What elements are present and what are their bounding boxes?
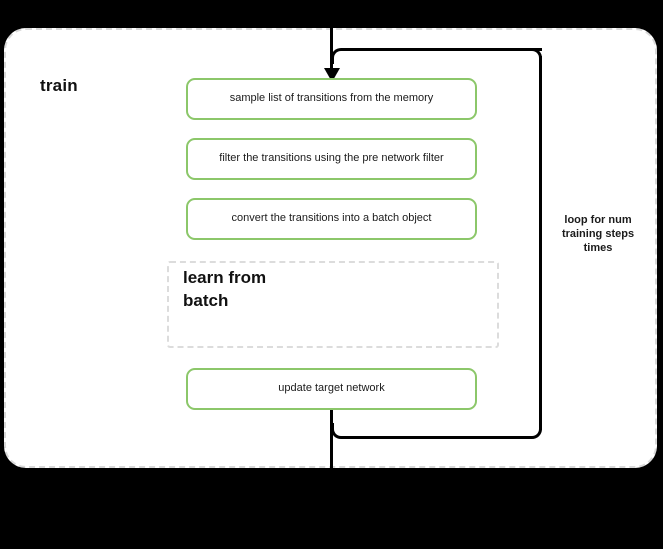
step-box-update-target-network[interactable]: update target network [186,368,477,410]
page-title: train [40,76,78,95]
step-box-filter[interactable]: filter the transitions using the pre net… [186,138,477,180]
step-label: convert the transitions into a batch obj… [231,212,432,225]
step-label: update target network [278,382,385,395]
learn-from-batch-title: learn from batch [183,267,323,313]
step-box-convert[interactable]: convert the transitions into a batch obj… [186,198,477,240]
loop-label-line-3: times [583,241,613,254]
loop-label-line-1: loop for num [564,214,632,226]
step-label: filter the transitions using the pre net… [219,152,444,165]
step-label: sample list of transitions from the memo… [229,92,434,105]
learn-title-line-1: learn from [183,268,267,287]
learn-title-line-2: batch [183,290,229,310]
learn-from-batch-block[interactable]: learn from batch [167,261,499,348]
loop-right-line [539,56,542,430]
loop-bottom-line [345,436,527,439]
loop-annotation: loop for num training steps times [546,214,650,255]
loop-top-line [345,48,542,51]
exit-connector-line [330,410,333,468]
step-box-sample[interactable]: sample list of transitions from the memo… [186,78,477,120]
loop-corner-top-left-icon [331,48,347,64]
entry-connector-line [330,0,333,76]
loop-corner-bottom-right-icon [526,423,542,439]
loop-label-line-2: training steps [561,227,635,240]
